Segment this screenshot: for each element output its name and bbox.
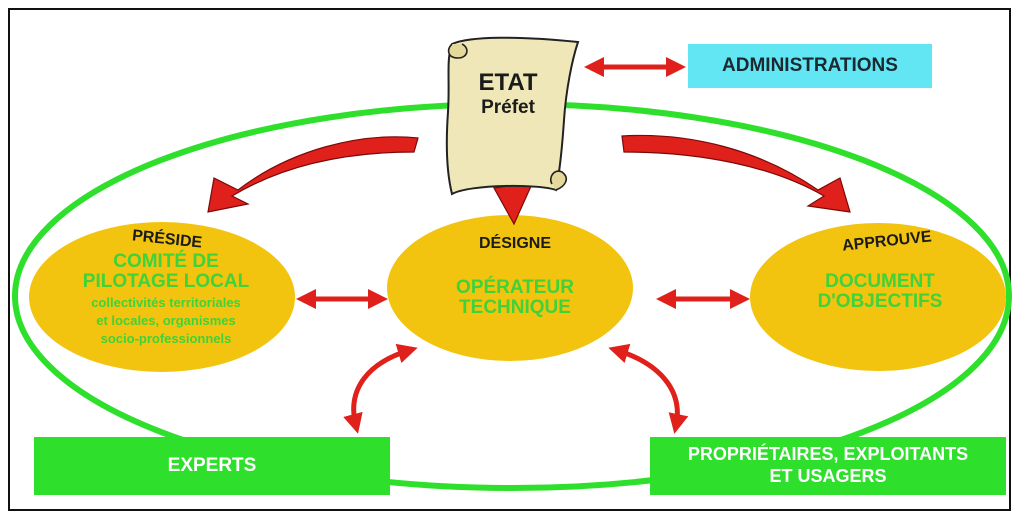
owners-box: PROPRIÉTAIRES, EXPLOITANTS ET USAGERS: [650, 437, 1006, 495]
center-node-ellipse: [387, 215, 633, 361]
experts-box: EXPERTS: [34, 437, 390, 495]
administrations-label: ADMINISTRATIONS: [722, 55, 898, 76]
right-node-title-line2: D'OBJECTIFS: [817, 291, 943, 312]
etat-subtitle: Préfet: [481, 97, 535, 118]
left-node-detail-line2: et locales, organismes: [96, 313, 236, 328]
center-node-title-line2: TECHNIQUE: [459, 297, 571, 318]
center-node-title-line1: OPÉRATEUR: [456, 277, 574, 298]
left-node-detail-line3: socio-professionnels: [100, 331, 232, 346]
arrow-etat-to-right: [621, 134, 851, 213]
administrations-box: ADMINISTRATIONS: [688, 44, 932, 88]
arrow-center-experts: [343, 343, 418, 434]
experts-label: EXPERTS: [167, 455, 257, 476]
left-node-detail-line1: collectivités territoriales: [91, 295, 241, 310]
etat-title: ETAT: [478, 69, 538, 96]
center-node-verb: DÉSIGNE: [478, 235, 551, 252]
etat-scroll-icon: [445, 36, 580, 196]
left-node-title-line1: COMITÉ DE: [113, 251, 219, 272]
right-node-title-line1: DOCUMENT: [825, 271, 935, 292]
owners-label-line2: ET USAGERS: [769, 466, 887, 486]
arrow-etat-to-left: [207, 136, 419, 213]
right-node-ellipse: [750, 223, 1006, 371]
left-node-ellipse: [29, 222, 295, 372]
left-node-title-line2: PILOTAGE LOCAL: [82, 271, 250, 292]
owners-label-line1: PROPRIÉTAIRES, EXPLOITANTS: [687, 444, 969, 465]
diagram-frame: [8, 8, 1011, 511]
arrow-center-owners: [608, 343, 689, 434]
